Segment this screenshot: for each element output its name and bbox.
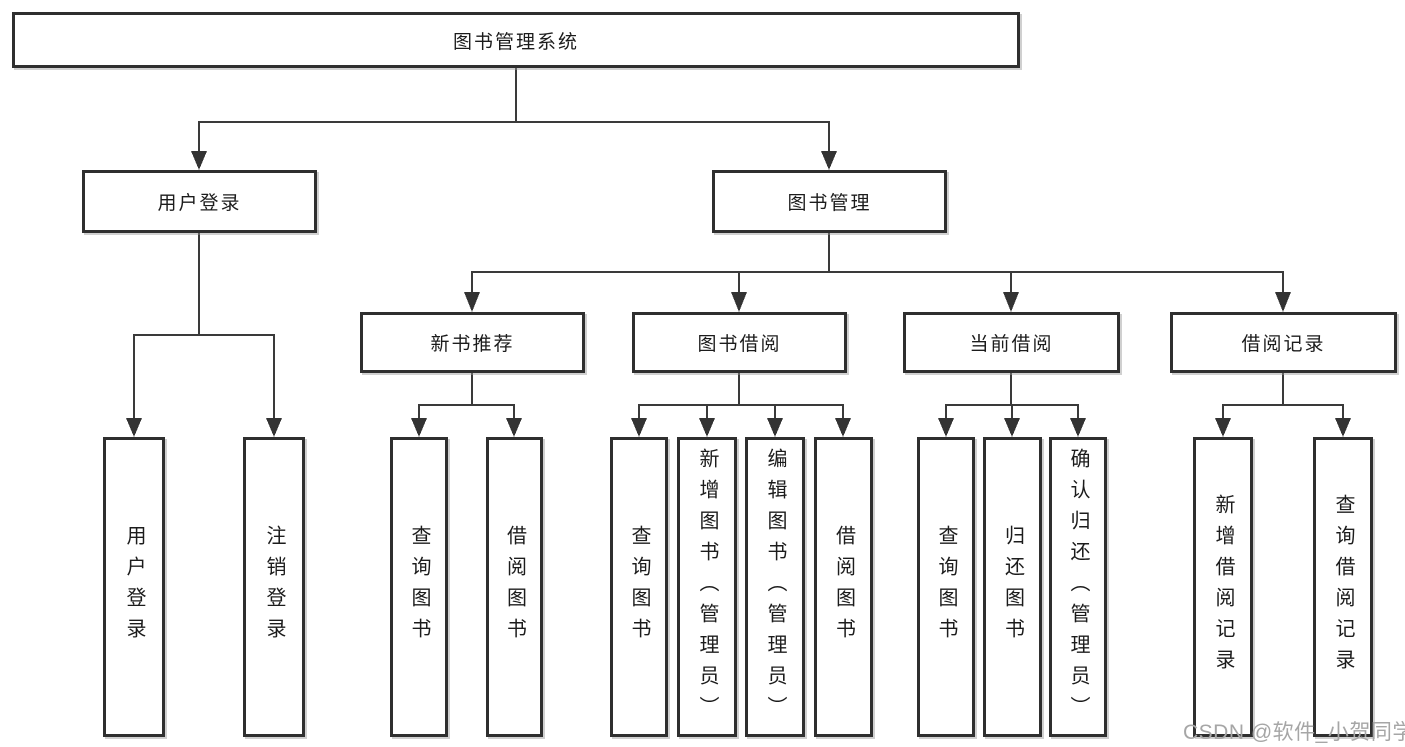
arrowhead-icon [835,418,851,437]
node-label: 编辑图书（管理员） [764,447,786,727]
leaf-query-borrow-record: 查询借阅记录 [1313,437,1373,737]
node-label: 图书管理系统 [452,31,579,53]
csdn-watermark: CSDN @软件_小贺同学 [1183,721,1405,744]
arrowhead-icon [731,292,747,312]
node-label: 借阅图书 [832,525,855,649]
node-label: 查询图书 [628,525,650,649]
node-book-borrowing: 图书借阅 [632,312,847,373]
node-label: 查询借阅记录 [1332,494,1354,680]
connector-user-login-children [126,233,282,437]
node-library-management-system: 图书管理系统 [12,12,1020,68]
arrowhead-icon [266,418,282,437]
node-label: 用户登录 [157,193,242,214]
arrowhead-icon [411,418,427,437]
node-label: 图书管理 [787,193,872,214]
arrowhead-icon [1215,418,1231,437]
arrowhead-icon [464,292,480,312]
connector-new-book-children [411,373,522,437]
node-label: 新增借阅记录 [1212,494,1234,680]
arrowhead-icon [1004,418,1020,437]
node-label: 新书推荐 [430,334,515,355]
leaf-return-books: 归还图书 [983,437,1042,737]
connector-book-borrowing-children [631,373,851,437]
arrowhead-icon [821,151,837,170]
connector-borrow-records-children [1215,373,1351,437]
leaf-borrow-books: 借阅图书 [814,437,873,737]
node-new-book-recommendation: 新书推荐 [360,312,585,373]
node-label: 借阅记录 [1241,334,1326,355]
connector-root-to-level2 [191,68,837,170]
node-label: 注销登录 [263,525,285,649]
node-label: 查询图书 [408,525,430,649]
connector-book-management-children [464,233,1291,312]
node-label: 归还图书 [1001,525,1024,649]
arrowhead-icon [1070,418,1086,437]
node-label: 图书借阅 [697,334,782,355]
arrowhead-icon [1003,292,1019,312]
arrowhead-icon [126,418,142,437]
leaf-logout: 注销登录 [243,437,305,737]
arrowhead-icon [1335,418,1351,437]
leaf-add-borrow-record: 新增借阅记录 [1193,437,1253,737]
arrowhead-icon [631,418,647,437]
leaf-confirm-return-admin: 确认归还（管理员） [1049,437,1107,737]
leaf-query-books-borrowing: 查询图书 [610,437,668,737]
node-label: 新增图书（管理员） [696,447,718,727]
leaf-add-books-admin: 新增图书（管理员） [677,437,737,737]
node-user-login: 用户登录 [82,170,317,233]
node-label: 借阅图书 [503,525,526,649]
arrowhead-icon [506,418,522,437]
leaf-user-login: 用户登录 [103,437,165,737]
arrowhead-icon [938,418,954,437]
arrowhead-icon [1275,292,1291,312]
leaf-query-books-recommend: 查询图书 [390,437,448,737]
connector-current-borrowing-children [938,373,1086,437]
node-label: 用户登录 [123,525,145,649]
leaf-query-books-current: 查询图书 [917,437,975,737]
node-current-borrowing: 当前借阅 [903,312,1120,373]
node-borrow-records: 借阅记录 [1170,312,1397,373]
arrowhead-icon [767,418,783,437]
arrowhead-icon [699,418,715,437]
node-book-management: 图书管理 [712,170,947,233]
leaf-borrow-books-recommend: 借阅图书 [486,437,543,737]
node-label: 确认归还（管理员） [1067,447,1089,727]
node-label: 查询图书 [935,525,957,649]
leaf-edit-books-admin: 编辑图书（管理员） [745,437,805,737]
arrowhead-icon [191,151,207,170]
node-label: 当前借阅 [969,334,1054,355]
